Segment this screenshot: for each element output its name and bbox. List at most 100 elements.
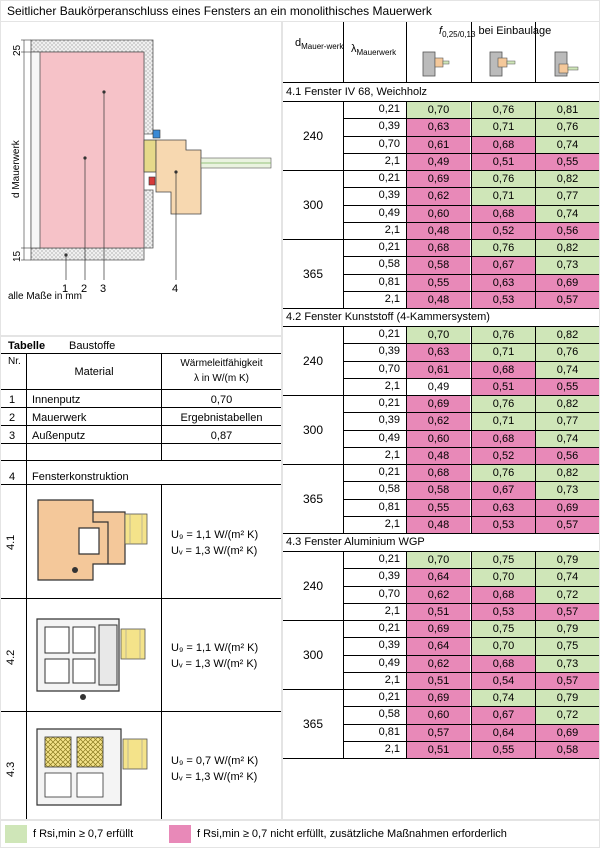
callout-1: 1 (62, 283, 69, 295)
f-value-cell: 0,70 (407, 102, 470, 119)
f-value-cell: 0,54 (472, 672, 535, 689)
window-4-2-section (36, 618, 146, 700)
lambda-value: 0,39 (378, 189, 400, 202)
f-value: 0,60 (427, 207, 450, 220)
lambda-value: 0,70 (378, 587, 400, 600)
f-value: 0,72 (556, 709, 579, 722)
f-value: 0,69 (556, 726, 579, 739)
f-value: 0,74 (556, 138, 579, 151)
f-value-cell: 0,67 (472, 257, 535, 274)
f-value: 0,70 (427, 329, 450, 341)
f-value-cell: 0,57 (536, 291, 599, 308)
detail-drawing-panel: 25 15 d Mauerwerk 1 2 3 4 alle Maße in m… (1, 22, 281, 335)
f-value-cell: 0,68 (472, 430, 535, 447)
f-value: 0,48 (427, 518, 450, 531)
f-value-cell: 0,63 (407, 344, 470, 361)
legend: f Rsi,min ≥ 0,7 erfüllt f Rsi,min ≥ 0,7 … (1, 821, 599, 847)
f-value-cell: 0,73 (536, 482, 599, 499)
f-value: 0,49 (427, 155, 450, 168)
lambda-value: 2,1 (384, 292, 400, 305)
f-value-cell: 0,64 (472, 724, 535, 741)
f-value-cell: 0,70 (407, 552, 470, 569)
f-value-cell: 0,63 (472, 274, 535, 291)
lambda-value: 0,58 (378, 483, 400, 496)
window-4-1-uw: Uᵥ = 1,3 W/(m² K) (171, 545, 258, 557)
f-value: 0,79 (556, 554, 579, 566)
f-value-cell: 0,69 (407, 621, 470, 638)
f-value-cell: 0,48 (407, 447, 470, 464)
f-value-cell: 0,51 (472, 378, 535, 395)
f-value-cell: 0,51 (407, 741, 470, 758)
f-value: 0,52 (492, 449, 515, 462)
f-value: 0,76 (492, 104, 515, 116)
f-value-cell: 0,76 (472, 171, 535, 188)
f-value: 0,74 (556, 432, 579, 445)
f-value: 0,75 (492, 623, 515, 635)
f-value-cell: 0,60 (407, 430, 470, 447)
f-value: 0,68 (492, 138, 515, 151)
f-value-cell: 0,53 (472, 516, 535, 533)
f-value-cell: 0,82 (536, 171, 599, 188)
f-value-cell: 0,53 (472, 291, 535, 308)
legend-ok-text: f Rsi,min ≥ 0,7 erfüllt (33, 828, 134, 840)
f-value: 0,82 (556, 398, 579, 410)
lambda-value: 0,39 (378, 639, 400, 652)
lambda-value: 0,49 (378, 656, 400, 669)
f-value: 0,71 (492, 415, 515, 428)
f-value-cell: 0,49 (407, 153, 470, 170)
lambda-value: 0,21 (378, 691, 400, 703)
f-value: 0,70 (492, 571, 515, 584)
f-value-cell: 0,69 (407, 690, 470, 707)
col-lambda-header-2: λ in W/(m K) (194, 373, 249, 384)
f-value-cell: 0,73 (536, 655, 599, 672)
f-value: 0,69 (556, 276, 579, 289)
f-value: 0,53 (492, 518, 515, 531)
f-value: 0,64 (427, 640, 450, 653)
d-masonry-value: 365 (302, 491, 324, 506)
lambda-value: 0,21 (378, 328, 400, 340)
f-value-cell: 0,82 (536, 240, 599, 257)
f-value: 0,75 (556, 640, 579, 653)
f-value: 0,61 (427, 138, 450, 151)
f-value: 0,58 (427, 259, 450, 272)
window-4-1-section (37, 499, 148, 581)
lambda-value: 0,58 (378, 708, 400, 721)
f-value-cell: 0,48 (407, 516, 470, 533)
f-value: 0,54 (492, 674, 515, 687)
f-value: 0,55 (556, 380, 579, 393)
f-value: 0,82 (556, 173, 579, 185)
f-value-cell: 0,62 (407, 188, 470, 205)
lambda-value: 0,70 (378, 137, 400, 150)
d-masonry-value: 365 (302, 266, 324, 281)
f-value-cell: 0,60 (407, 707, 470, 724)
f-value-cell: 0,71 (472, 188, 535, 205)
f-value: 0,57 (556, 605, 579, 618)
window-4-3-uw: Uᵥ = 1,3 W/(m² K) (171, 771, 258, 783)
f-value-cell: 0,76 (472, 327, 535, 344)
f-value: 0,68 (492, 588, 515, 601)
lambda-value: 2,1 (384, 604, 400, 617)
f-value: 0,62 (427, 657, 450, 670)
f-value-cell: 0,76 (536, 344, 599, 361)
lambda-value: 0,39 (378, 414, 400, 427)
f-value: 0,79 (556, 692, 579, 704)
f-value-cell: 0,74 (472, 690, 535, 707)
f-value-cell: 0,57 (536, 603, 599, 620)
window-4-2-id: 4.2 (5, 649, 17, 665)
f-value: 0,74 (556, 363, 579, 376)
lambda-value: 2,1 (384, 517, 400, 530)
f-value-cell: 0,57 (536, 672, 599, 689)
f-value: 0,77 (556, 415, 579, 428)
f-value: 0,73 (556, 259, 579, 272)
f-value: 0,76 (492, 398, 515, 410)
f-value: 0,51 (427, 605, 450, 618)
materials-table: Tabelle Baustoffe Nr. Material Wärmeleit… (1, 337, 281, 819)
f-value: 0,48 (427, 449, 450, 462)
f-value: 0,58 (427, 484, 450, 497)
f-value: 0,63 (492, 276, 515, 289)
lambda-value: 0,49 (378, 431, 400, 444)
f-value: 0,51 (492, 380, 515, 393)
col-nr-header: Nr. (8, 356, 21, 367)
f-value: 0,55 (427, 276, 450, 289)
window-4-2-uw: Uᵥ = 1,3 W/(m² K) (171, 658, 258, 670)
